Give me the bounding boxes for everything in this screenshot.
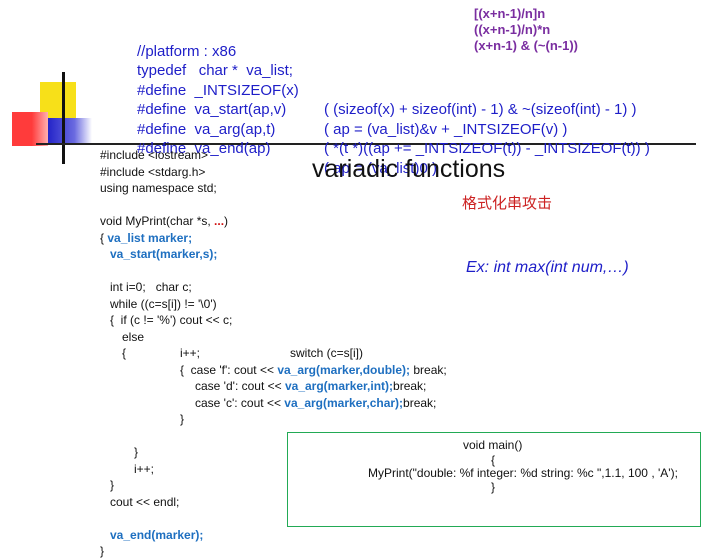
- code-text: else: [122, 329, 145, 344]
- decor-red-square: [12, 112, 48, 146]
- define-body: ( *(t *)((ap += _INTSIZEOF(t)) - _INTSIZ…: [324, 140, 650, 157]
- keyword-token: va_arg(marker,char);: [284, 395, 404, 410]
- code-line: va_start(marker,s);: [100, 246, 228, 263]
- alignment-formula: [(x+n-1)/n]n ((x+n-1)/n)*n (x+n-1) & (~(…: [474, 6, 578, 54]
- formula-line: (x+n-1) & (~(n-1)): [474, 38, 578, 53]
- code-listing: #include <iostream> #include <stdarg.h> …: [100, 147, 447, 560]
- decor-horizontal-line: [36, 143, 696, 145]
- code-text: break;: [410, 362, 447, 377]
- decor-blue-square: [48, 118, 92, 144]
- code-text: case 'd': cout << va_arg(marker,int);bre…: [195, 378, 426, 395]
- code-line: { if (c != '%') cout << c;: [100, 312, 232, 329]
- code-text: case 'c': cout <<: [195, 395, 285, 410]
- code-line: void MyPrint(char *s, ...): [100, 213, 228, 230]
- keyword-token: va_arg(marker,double);: [277, 362, 411, 377]
- code-blank: [100, 510, 228, 527]
- code-blank: [100, 197, 228, 214]
- code-line: { case 'f': cout << va_arg(marker,double…: [100, 362, 447, 379]
- formula-line: [(x+n-1)/n]n: [474, 6, 546, 21]
- decor-vertical-line: [62, 72, 65, 164]
- keyword-token: va_end(marker);: [110, 527, 204, 542]
- define-body: ( ap = (va_list)&v + _INTSIZEOF(v) ): [324, 120, 568, 138]
- code-line: }: [100, 543, 228, 560]
- code-text: { case 'f': cout << va_arg(marker,double…: [180, 362, 447, 379]
- code-text: case 'd': cout <<: [195, 379, 285, 393]
- code-line: va_end(marker);: [100, 527, 228, 544]
- code-text: }: [134, 445, 139, 459]
- define-body: ( ap = (va_list)0 ): [324, 159, 437, 177]
- macro-definitions: //platform : x86 typedef char * va_list;…: [137, 22, 650, 177]
- code-text: break;: [403, 395, 437, 410]
- code-text: break;: [393, 379, 427, 393]
- code-line: else: [100, 329, 228, 346]
- define-row: #define va_end(ap) ( ap = (va_list)0 ): [137, 120, 437, 177]
- keyword-token: va_start(marker,s);: [110, 247, 218, 261]
- code-text: switch (c=s[i]): [290, 346, 364, 360]
- formula-line: ((x+n-1)/n)*n: [474, 22, 551, 37]
- define-name: typedef char * va_list;: [137, 62, 293, 79]
- code-blank: [100, 263, 228, 280]
- ellipsis-token: ...: [214, 214, 225, 228]
- code-text: i++;: [134, 461, 155, 476]
- code-line: while ((c=s[i]) != '\0'): [100, 296, 228, 313]
- code-line: using namespace std;: [100, 181, 217, 195]
- code-line: cout << endl;: [100, 494, 228, 511]
- code-text: while ((c=s[i]) != '\0'): [110, 296, 217, 311]
- code-line: { i++; switch (c=s[i]): [100, 345, 363, 362]
- code-text: }: [100, 544, 105, 558]
- define-name: #define va_end(ap): [137, 140, 271, 157]
- code-text: case 'c': cout << va_arg(marker,char);br…: [195, 395, 436, 412]
- code-line: void main(): [463, 438, 523, 452]
- code-text: int i=0; char c;: [110, 280, 192, 294]
- slide-title: variadic functions: [312, 155, 506, 183]
- example-signature: Ex: int max(int num,…): [466, 259, 629, 276]
- define-name: //platform : x86: [137, 42, 237, 60]
- define-row: typedef char * va_list;: [137, 42, 293, 79]
- code-line: #include <iostream>: [100, 148, 209, 162]
- code-line: #include <stdarg.h>: [100, 164, 206, 179]
- keyword-token: va_arg(marker,int);: [284, 379, 394, 393]
- code-text: void MyPrint(char *s,: [100, 214, 215, 228]
- code-text: { if (c != '%') cout << c;: [110, 313, 233, 327]
- main-function-box: void main() { MyPrint("double: %f intege…: [287, 432, 701, 527]
- define-row: #define va_start(ap,v) ( ap = (va_list)&…: [137, 81, 567, 138]
- code-text: {: [100, 230, 108, 245]
- define-name: #define va_start(ap,v): [137, 101, 287, 118]
- define-name: #define va_arg(ap,t): [137, 120, 276, 138]
- code-line: }: [491, 480, 496, 494]
- code-text: i++;: [180, 346, 201, 360]
- code-line: { va_list marker;: [100, 230, 228, 247]
- code-blank: [100, 428, 228, 445]
- define-row: //platform : x86: [137, 22, 236, 60]
- code-line: int i=0; char c;: [100, 279, 228, 296]
- code-line: {: [491, 453, 496, 467]
- keyword-token: va_list marker;: [107, 230, 193, 245]
- define-body: ( (sizeof(x) + sizeof(int) - 1) & ~(size…: [324, 101, 637, 118]
- code-text: }: [110, 478, 115, 492]
- code-text: cout << endl;: [110, 494, 180, 509]
- code-line: MyPrint("double: %f integer: %d string: …: [368, 466, 678, 480]
- code-text: ): [224, 214, 229, 228]
- code-line: }: [100, 411, 228, 428]
- slide-subtitle: 格式化串攻击: [462, 194, 553, 212]
- define-row: #define _INTSIZEOF(x) ( (sizeof(x) + siz…: [137, 61, 637, 119]
- define-row: #define va_arg(ap,t) ( *(t *)((ap += _IN…: [137, 100, 650, 158]
- define-name: #define _INTSIZEOF(x): [137, 81, 299, 99]
- code-line: case 'd': cout << va_arg(marker,int);bre…: [100, 378, 426, 395]
- code-line: case 'c': cout << va_arg(marker,char);br…: [100, 395, 436, 412]
- code-text: {: [122, 346, 127, 360]
- code-line: }: [100, 444, 228, 461]
- code-line: }: [100, 477, 228, 494]
- code-line: i++;: [100, 461, 228, 478]
- code-text: { case 'f': cout <<: [180, 362, 278, 377]
- code-text: }: [180, 412, 185, 426]
